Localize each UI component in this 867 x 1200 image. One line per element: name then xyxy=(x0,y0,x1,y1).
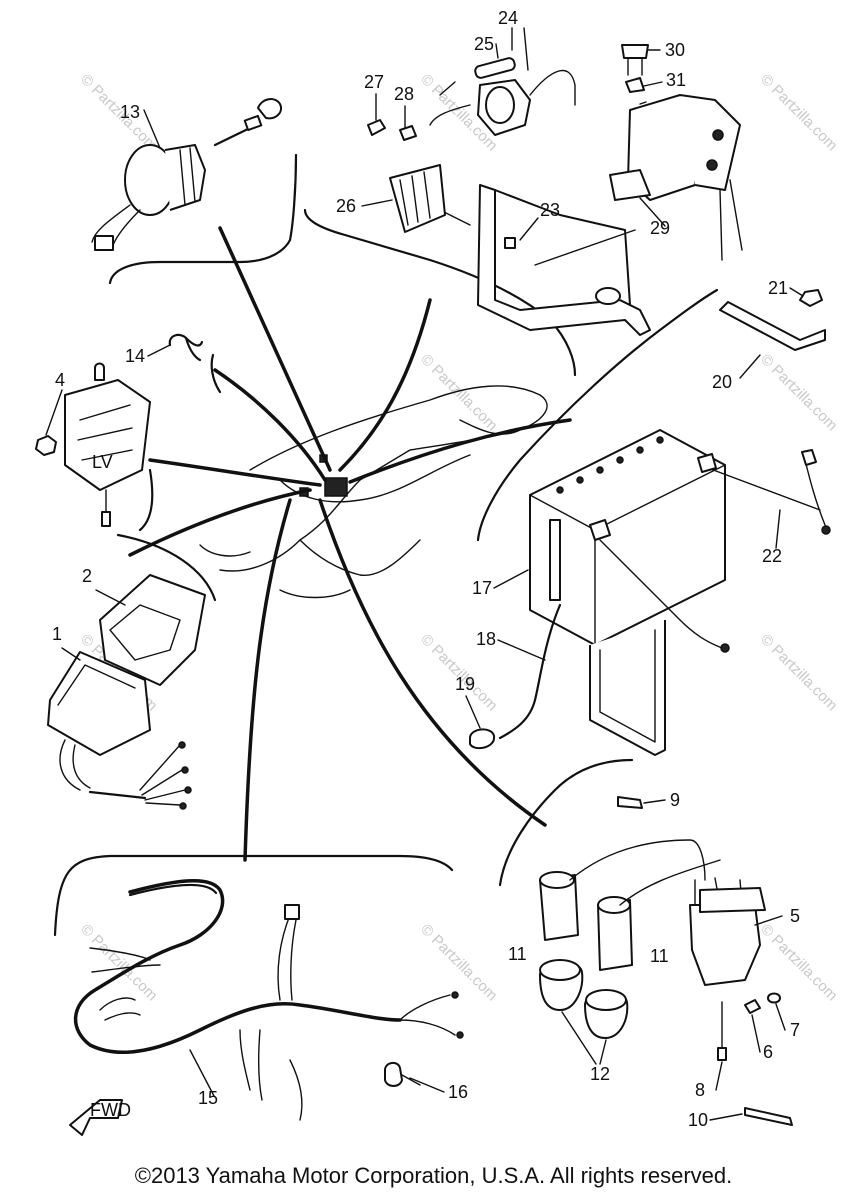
callout-27: 27 xyxy=(364,72,384,92)
callout-1: 1 xyxy=(52,624,62,644)
leader-lines xyxy=(128,226,572,862)
callout-19: 19 xyxy=(455,674,475,694)
callout-7: 7 xyxy=(790,1020,800,1040)
watermark: © Partzilla.com xyxy=(417,351,500,434)
callout-16: 16 xyxy=(448,1082,468,1102)
callout-12: 12 xyxy=(590,1064,610,1084)
watermark: © Partzilla.com xyxy=(77,71,160,154)
watermarks: © Partzilla.com © Partzilla.com © Partzi… xyxy=(77,71,840,1004)
callout-31: 31 xyxy=(666,70,686,90)
callout-11a: 11 xyxy=(508,944,527,964)
callout-8: 8 xyxy=(695,1080,705,1100)
callout-2: 2 xyxy=(82,566,92,586)
ignition-coil-group xyxy=(539,796,793,1126)
watermark: © Partzilla.com xyxy=(757,351,840,434)
callout-leaders xyxy=(45,27,804,1121)
callout-4: 4 xyxy=(55,370,65,390)
watermark: © Partzilla.com xyxy=(757,921,840,1004)
regulator-mark: LV xyxy=(92,452,113,472)
callout-9: 9 xyxy=(670,790,680,810)
cdi-unit-group xyxy=(47,574,206,810)
callout-18: 18 xyxy=(476,629,496,649)
harness-fwd-tag: FWD xyxy=(90,1100,131,1120)
relay-bracket-group xyxy=(367,44,743,336)
callout-22: 22 xyxy=(762,546,782,566)
clamp-14 xyxy=(168,333,204,362)
callout-28: 28 xyxy=(394,84,414,104)
wire-harness-group: FWD xyxy=(69,879,464,1136)
main-switch-13 xyxy=(91,98,282,251)
callout-17: 17 xyxy=(472,578,492,598)
battery-group xyxy=(469,289,831,756)
callout-11b: 11 xyxy=(650,946,669,966)
callout-15: 15 xyxy=(198,1088,218,1108)
callout-25: 25 xyxy=(474,34,494,54)
central-connector xyxy=(324,477,348,497)
callout-29: 29 xyxy=(650,218,670,238)
callout-10: 10 xyxy=(688,1110,708,1130)
watermark: © Partzilla.com xyxy=(757,631,840,714)
callout-24: 24 xyxy=(498,8,518,28)
callout-6: 6 xyxy=(763,1042,773,1062)
callout-5: 5 xyxy=(790,906,800,926)
watermark: © Partzilla.com xyxy=(417,921,500,1004)
copyright-notice: ©2013 Yamaha Motor Corporation, U.S.A. A… xyxy=(134,1163,733,1188)
callout-30: 30 xyxy=(665,40,685,60)
callout-23: 23 xyxy=(540,200,560,220)
callout-20: 20 xyxy=(712,372,732,392)
callout-13: 13 xyxy=(120,102,140,122)
regulator-group: LV xyxy=(35,362,151,527)
callout-21: 21 xyxy=(768,278,788,298)
watermark: © Partzilla.com xyxy=(757,71,840,154)
callout-14: 14 xyxy=(125,346,145,366)
callout-26: 26 xyxy=(336,196,356,216)
